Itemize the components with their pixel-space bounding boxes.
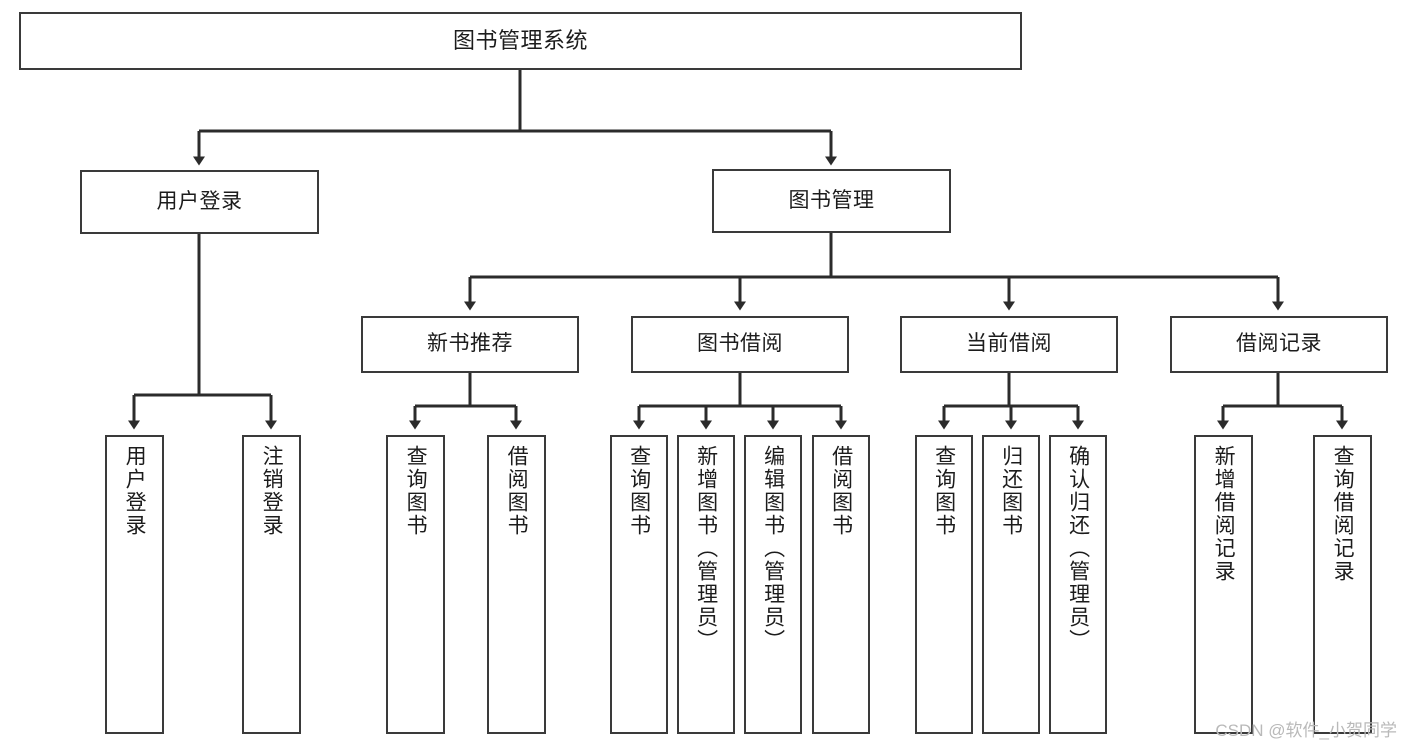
leaf-label: 注销登录 <box>260 445 284 537</box>
leaf-book-borrow-2[interactable]: 编辑图书（管理员） <box>744 435 802 734</box>
leaf-label: 确认归还（管理员） <box>1066 445 1090 652</box>
leaf-current-borrow-1[interactable]: 归还图书 <box>982 435 1040 734</box>
leaf-borrow-record-0[interactable]: 新增借阅记录 <box>1194 435 1253 734</box>
leaf-label: 查询借阅记录 <box>1331 445 1355 583</box>
node-borrow-record-label: 借阅记录 <box>1236 332 1322 356</box>
leaf-current-borrow-0[interactable]: 查询图书 <box>915 435 973 734</box>
leaf-new-book-rec-1[interactable]: 借阅图书 <box>487 435 546 734</box>
node-root-label: 图书管理系统 <box>452 28 588 54</box>
node-borrow-record[interactable]: 借阅记录 <box>1170 316 1388 373</box>
node-new-book-rec-label: 新书推荐 <box>427 332 513 356</box>
leaf-current-borrow-2[interactable]: 确认归还（管理员） <box>1049 435 1107 734</box>
node-book-manage-label: 图书管理 <box>788 188 875 212</box>
node-root[interactable]: 图书管理系统 <box>19 12 1022 70</box>
node-book-borrow-label: 图书借阅 <box>697 332 783 356</box>
node-user-login-label: 用户登录 <box>156 189 243 213</box>
leaf-label: 用户登录 <box>123 445 147 537</box>
leaf-label: 编辑图书（管理员） <box>761 445 785 652</box>
leaf-book-borrow-1[interactable]: 新增图书（管理员） <box>677 435 735 734</box>
leaf-user-login-0[interactable]: 用户登录 <box>105 435 164 734</box>
leaf-new-book-rec-0[interactable]: 查询图书 <box>386 435 445 734</box>
csdn-watermark: CSDN @软件_小贺同学 <box>1215 721 1397 740</box>
node-book-borrow[interactable]: 图书借阅 <box>631 316 849 373</box>
node-current-borrow-label: 当前借阅 <box>966 332 1052 356</box>
node-current-borrow[interactable]: 当前借阅 <box>900 316 1118 373</box>
node-book-manage[interactable]: 图书管理 <box>712 169 951 233</box>
leaf-label: 查询图书 <box>404 445 428 537</box>
leaf-borrow-record-1[interactable]: 查询借阅记录 <box>1313 435 1372 734</box>
leaf-book-borrow-3[interactable]: 借阅图书 <box>812 435 870 734</box>
leaf-label: 归还图书 <box>999 445 1023 537</box>
leaf-user-login-1[interactable]: 注销登录 <box>242 435 301 734</box>
node-user-login[interactable]: 用户登录 <box>80 170 319 234</box>
leaf-label: 借阅图书 <box>505 445 529 537</box>
leaf-label: 新增图书（管理员） <box>694 445 718 652</box>
leaf-label: 查询图书 <box>627 445 651 537</box>
leaf-book-borrow-0[interactable]: 查询图书 <box>610 435 668 734</box>
leaf-label: 查询图书 <box>932 445 956 537</box>
leaf-label: 新增借阅记录 <box>1212 445 1236 583</box>
node-new-book-rec[interactable]: 新书推荐 <box>361 316 579 373</box>
leaf-label: 借阅图书 <box>829 445 853 537</box>
